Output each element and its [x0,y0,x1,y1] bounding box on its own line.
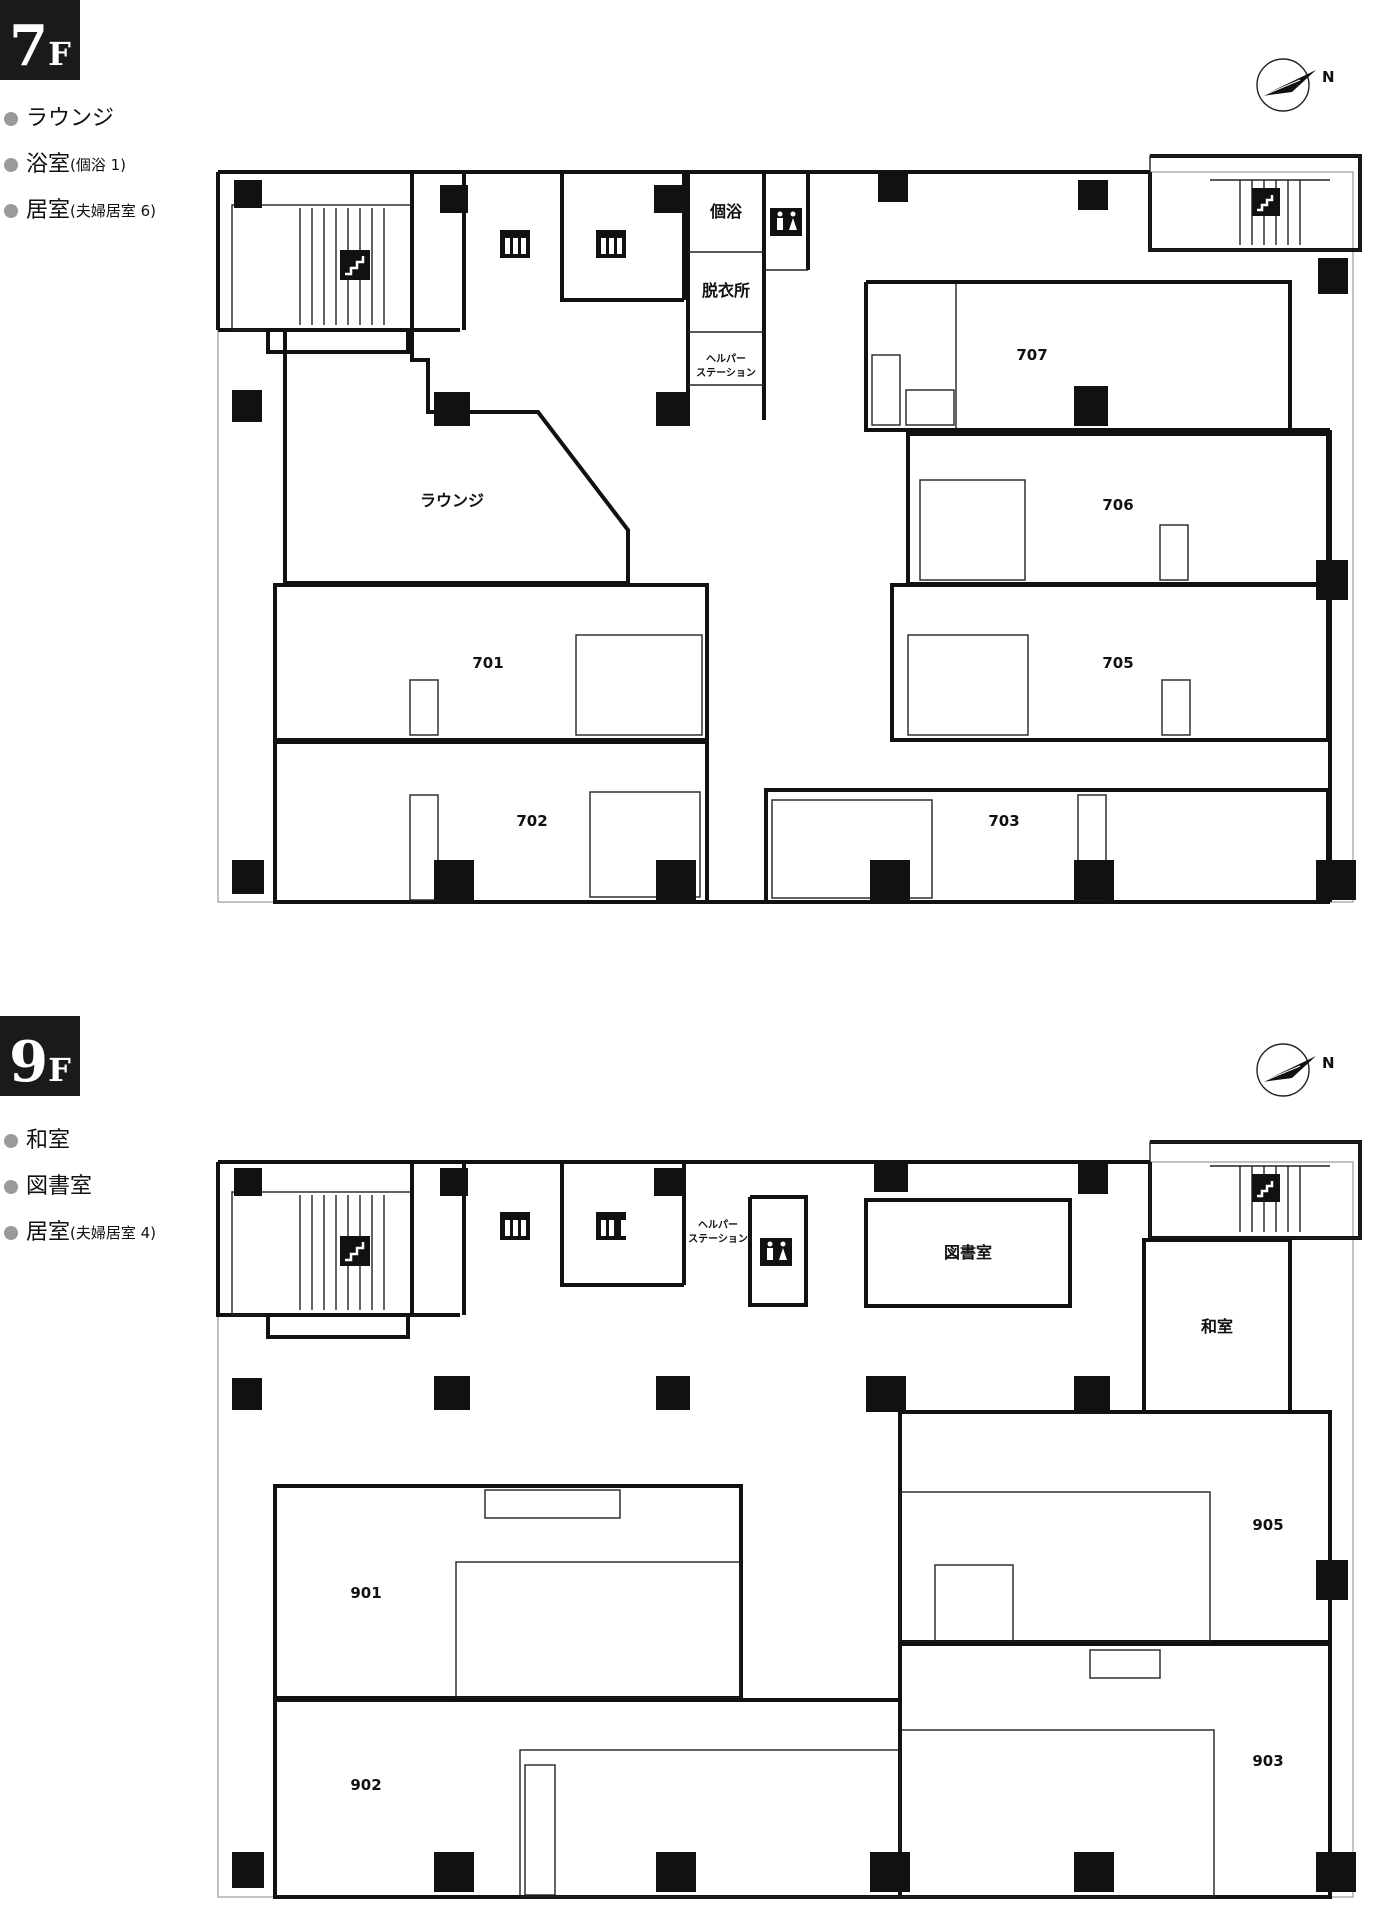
legend-item-bath: 浴室(個浴 1) [4,142,156,188]
legend-note: (夫婦居室 6) [70,202,157,220]
room-label-701: 701 [472,654,503,672]
legend-label: 浴室 [26,152,71,177]
elevator-icon [596,1212,626,1240]
room-label-library: 図書室 [944,1243,992,1262]
room-label-706: 706 [1102,496,1133,514]
room-label-dressing: 脱衣所 [702,281,750,300]
legend-item-library: 図書室 [4,1164,156,1210]
legend-item-rooms: 居室(夫婦居室 6) [4,188,156,234]
legend-9f: 和室 図書室 居室(夫婦居室 4) [4,1118,156,1256]
bullet-icon [4,158,18,172]
floor-plan-9f: N ヘルパー ステーション [216,1043,1362,1899]
elevator-icon [500,230,530,258]
room-label-helper-2: ステーション [696,367,756,379]
room-label-bath: 個浴 [709,202,743,221]
room-label-707: 707 [1016,346,1047,364]
north-arrow-icon: N [1256,1043,1335,1097]
room-label-helper-2: ステーション [688,1233,748,1245]
room-label-washitsu: 和室 [1201,1317,1233,1336]
room-label-lounge: ラウンジ [420,491,484,510]
floor-number: 7 [9,13,49,79]
room-label-905: 905 [1252,1516,1283,1534]
room-label-helper-1: ヘルパー [698,1219,738,1231]
bullet-icon [4,112,18,126]
bullet-icon [4,204,18,218]
legend-label: 居室 [26,1220,71,1245]
room-label-705: 705 [1102,654,1133,672]
restroom-icon [770,208,802,236]
stairs-icon [340,250,370,280]
room-label-702: 702 [516,812,547,830]
legend-note: (個浴 1) [70,156,127,174]
elevator-icon [500,1212,530,1240]
legend-item-rooms: 居室(夫婦居室 4) [4,1210,156,1256]
bullet-icon [4,1134,18,1148]
north-label: N [1322,68,1335,86]
north-arrow-icon: N [1256,58,1335,112]
legend-7f: ラウンジ 浴室(個浴 1) 居室(夫婦居室 6) [4,96,156,234]
legend-label: 図書室 [26,1174,93,1199]
legend-item-washitsu: 和室 [4,1118,156,1164]
room-label-901: 901 [350,1584,381,1602]
floor-suffix: F [48,35,71,73]
room-label-903: 903 [1252,1752,1283,1770]
legend-label: 居室 [26,198,71,223]
restroom-icon [760,1238,792,1266]
floor-suffix: F [48,1051,71,1089]
room-label-902: 902 [350,1776,381,1794]
bullet-icon [4,1226,18,1240]
legend-label: ラウンジ [26,106,115,131]
floor-plan-7f: N 個浴 [216,58,1362,904]
elevator-icon [596,230,626,258]
bullet-icon [4,1180,18,1194]
stairs-icon [1252,1174,1280,1202]
stairs-icon [340,1236,370,1266]
room-label-helper-1: ヘルパー [706,353,746,365]
legend-item-lounge: ラウンジ [4,96,156,142]
room-label-703: 703 [988,812,1019,830]
legend-note: (夫婦居室 4) [70,1224,157,1242]
legend-label: 和室 [26,1128,71,1153]
stairs-icon [1252,188,1280,216]
north-label: N [1322,1054,1335,1072]
floor-number: 9 [9,1029,49,1095]
